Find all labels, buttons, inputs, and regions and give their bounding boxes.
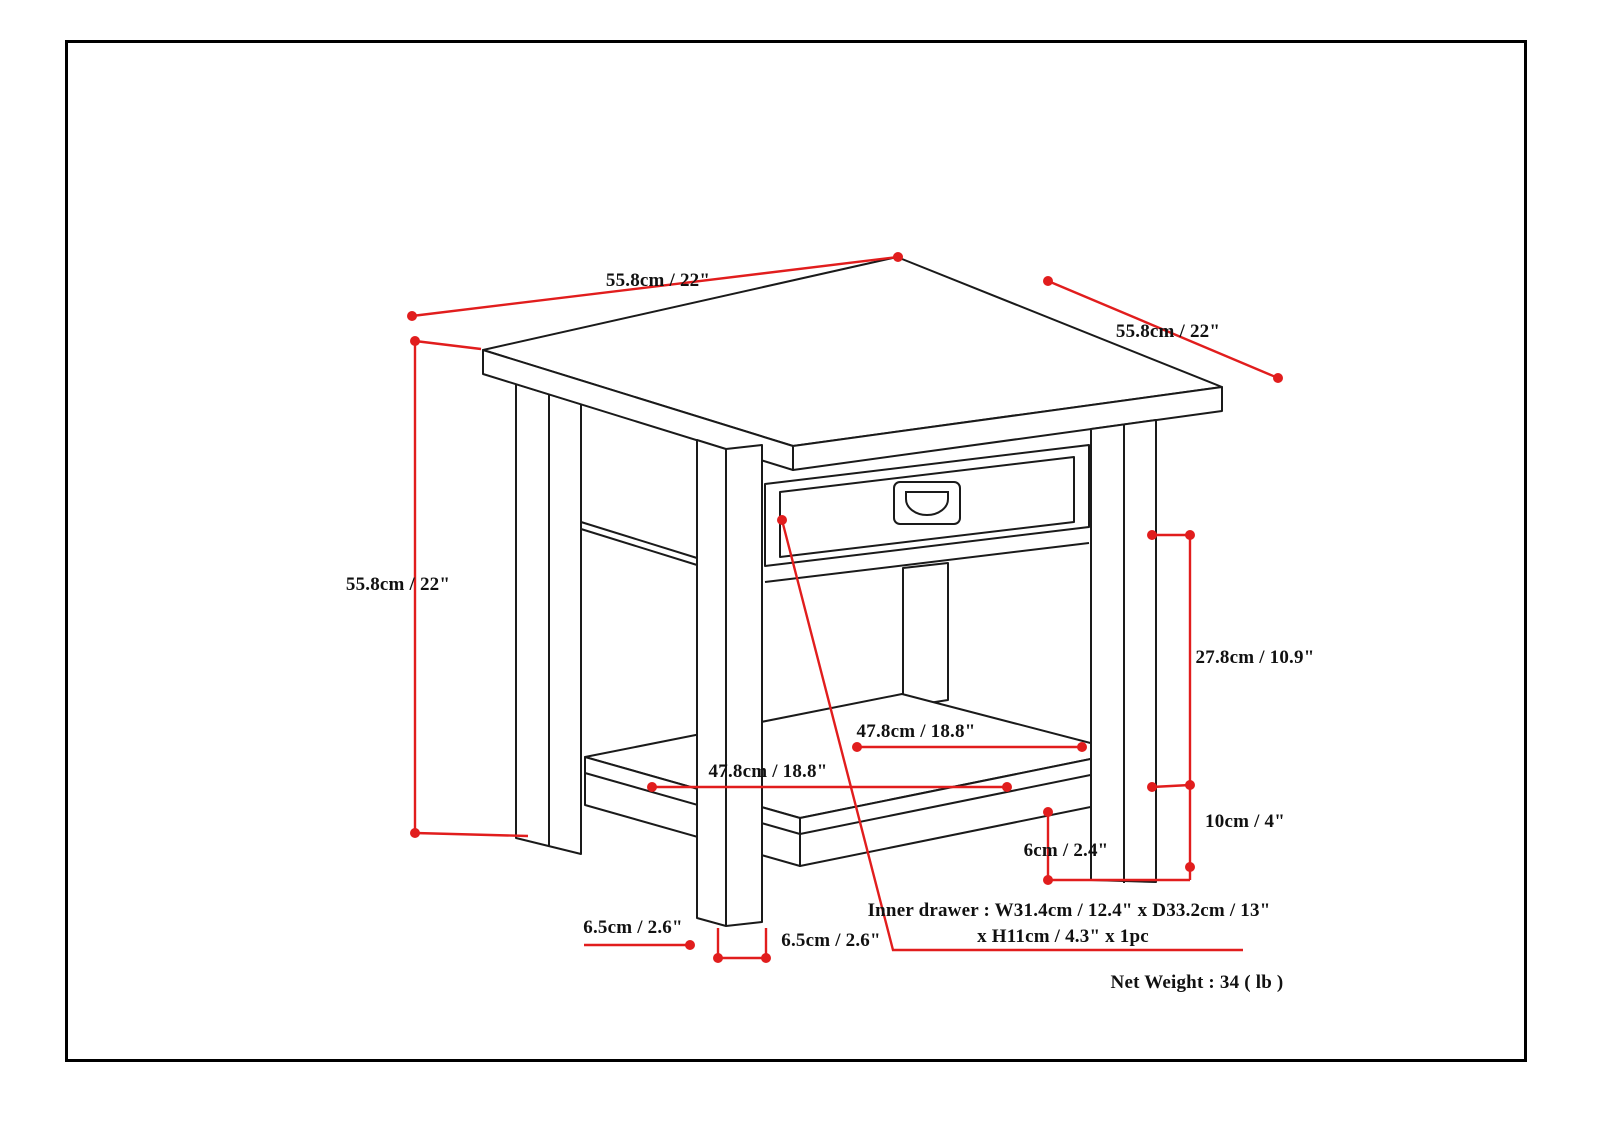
dim-dot	[1185, 862, 1195, 872]
dim-dot	[1077, 742, 1087, 752]
diagram-border	[65, 40, 1527, 1062]
drawer-handle-icon	[893, 481, 961, 525]
dim-dot	[1185, 780, 1195, 790]
height-dimension: 55.8cm / 22"	[345, 574, 451, 595]
dim-dot	[685, 940, 695, 950]
top-depth-dimension: 55.8cm / 22"	[1115, 321, 1221, 342]
rear-right-leg	[902, 562, 949, 708]
leg-thickness-front-dimension: 6.5cm / 2.6"	[781, 930, 881, 951]
dim-dot	[852, 742, 862, 752]
shelf-width-lower-dimension: 47.8cm / 18.8"	[708, 761, 828, 782]
dim-dot	[1147, 782, 1157, 792]
dim-dot	[713, 953, 723, 963]
dim-dot	[410, 336, 420, 346]
rear-left-leg	[515, 383, 582, 855]
dim-dot	[647, 782, 657, 792]
front-leg	[696, 439, 763, 927]
inner-drawer-spec-line2: x H11cm / 4.3" x 1pc	[977, 926, 1149, 947]
shelf-height-dimension: 10cm / 4"	[1205, 811, 1285, 832]
dim-dot	[410, 828, 420, 838]
dim-dot	[777, 515, 787, 525]
dim-dot	[1043, 276, 1053, 286]
dim-dot	[893, 252, 903, 262]
clearance-dimension: 27.8cm / 10.9"	[1195, 647, 1315, 668]
dim-dot	[1002, 782, 1012, 792]
dim-dot	[1273, 373, 1283, 383]
dim-dot	[407, 311, 417, 321]
shelf-width-upper-dimension: 47.8cm / 18.8"	[856, 721, 976, 742]
dim-dot	[1043, 807, 1053, 817]
dim-dot	[1043, 875, 1053, 885]
drawer-front	[764, 444, 1090, 583]
dim-dot	[761, 953, 771, 963]
rail-thickness-dimension: 6cm / 2.4"	[1023, 840, 1109, 861]
dim-line-top-width	[411, 255, 899, 318]
left-apron	[580, 521, 698, 566]
leg-thickness-side-dimension: 6.5cm / 2.6"	[583, 917, 683, 938]
top-width-dimension: 55.8cm / 22"	[605, 270, 711, 291]
right-leg	[1090, 419, 1157, 883]
inner-drawer-spec-line1: Inner drawer : W31.4cm / 12.4" x D33.2cm…	[867, 900, 1271, 921]
dim-dot	[1147, 530, 1157, 540]
inner-drawer-leader-line	[780, 519, 1243, 952]
dimension-lines	[407, 252, 1283, 963]
dim-line-top-depth	[1047, 279, 1279, 380]
table-top	[482, 256, 1223, 471]
net-weight-text: Net Weight : 34 ( lb )	[1110, 972, 1284, 993]
end-table-drawing	[482, 256, 1223, 927]
dim-dot	[1185, 530, 1195, 540]
